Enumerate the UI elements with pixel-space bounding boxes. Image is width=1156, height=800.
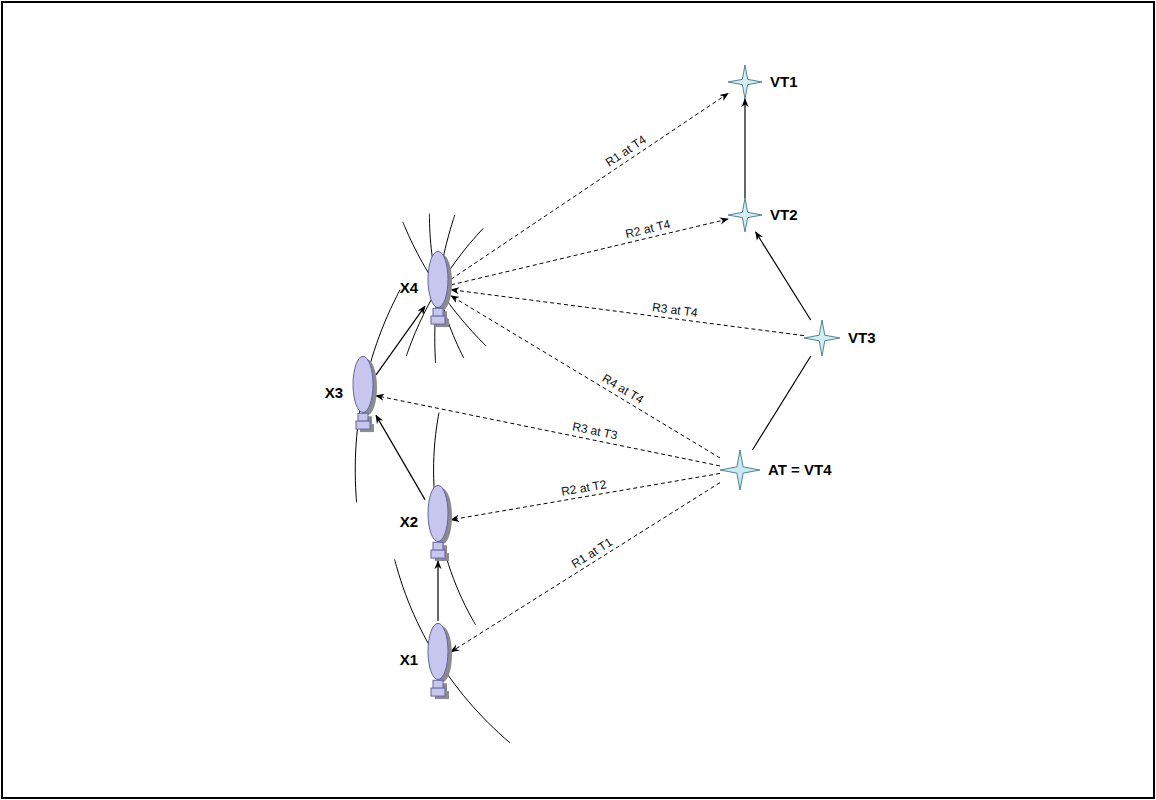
track-line	[376, 306, 425, 375]
range-line	[451, 473, 720, 519]
range-label: R4 at T4	[597, 370, 647, 408]
range-line	[451, 296, 720, 458]
ship-symbol	[350, 354, 376, 432]
track-line	[756, 232, 811, 320]
track-line	[376, 415, 425, 499]
star-symbol	[728, 198, 762, 232]
position-label: VT2	[770, 206, 798, 224]
position-label: X4	[400, 279, 418, 297]
range-label: R1 at T1	[567, 534, 617, 572]
range-line	[451, 483, 720, 652]
range-line	[451, 290, 804, 336]
range-label: R1 at T4	[601, 131, 650, 170]
range-label: R2 at T2	[558, 477, 609, 499]
position-label: VT1	[770, 73, 798, 91]
position-label: VT3	[848, 329, 876, 347]
ship-symbol	[425, 621, 451, 699]
range-line	[451, 219, 728, 285]
sensor-ship: X1	[425, 621, 451, 699]
track-line	[752, 356, 810, 450]
ship-symbol	[425, 249, 451, 327]
range-arcs	[355, 214, 510, 743]
range-label: R2 at T4	[622, 216, 674, 241]
sensor-ship: X2	[425, 483, 451, 561]
sensor-ship: X4	[425, 249, 451, 327]
position-label: X3	[325, 384, 343, 402]
target-star: VT3	[804, 320, 840, 356]
position-label: AT = VT4	[768, 461, 832, 479]
position-label: X2	[400, 513, 418, 531]
target-star: VT2	[728, 198, 762, 232]
range-label: R3 at T3	[569, 419, 621, 443]
range-label: R3 at T4	[649, 300, 700, 320]
range-line	[451, 93, 728, 279]
sensor-ship: X3	[350, 354, 376, 432]
star-symbol	[804, 320, 840, 356]
track-line	[437, 561, 438, 621]
range-line	[376, 396, 720, 466]
position-label: X1	[400, 651, 418, 669]
star-symbol	[720, 450, 760, 490]
ship-symbol	[425, 483, 451, 561]
star-symbol	[728, 65, 762, 99]
track-line	[744, 99, 745, 198]
target-star: VT1	[728, 65, 762, 99]
target-star: AT = VT4	[720, 450, 760, 490]
